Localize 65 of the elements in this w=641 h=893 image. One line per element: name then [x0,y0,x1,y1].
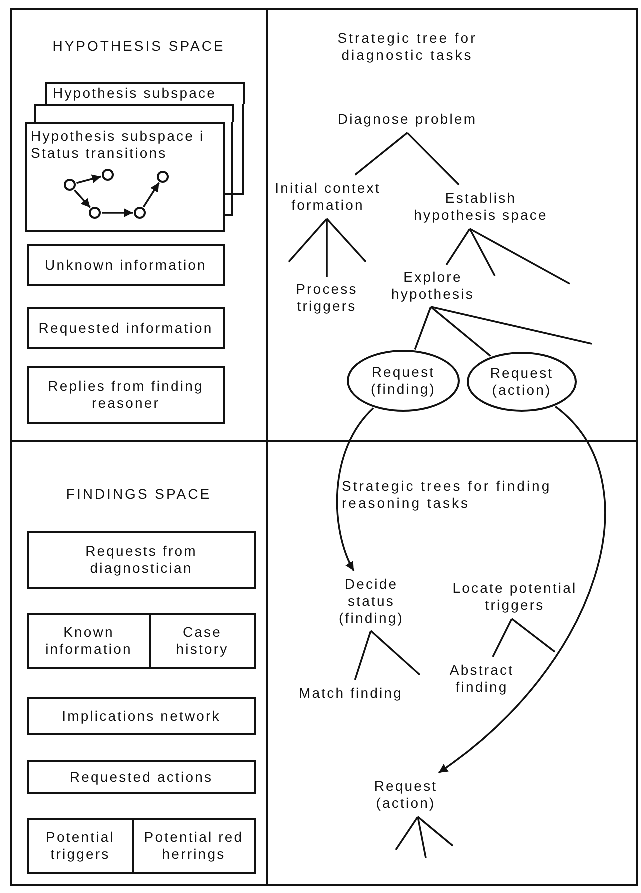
tree-line [446,228,471,266]
task-label: Process triggers [287,280,367,316]
state-circle [89,207,101,219]
tree-line [414,306,432,350]
tree-line [417,816,454,847]
arrow [336,408,374,572]
panel [10,8,268,442]
arrow [438,406,606,774]
card [25,122,225,232]
arrow [143,182,160,208]
tree-line [354,132,408,176]
tree-line [469,228,496,276]
text-box: Potential red herrings [132,818,256,874]
tree-line [430,306,592,345]
text-box: Requests from diagnostician [27,531,256,589]
tree-line [288,218,328,263]
tree-line [470,228,570,285]
text-box: Replies from finding reasoner [27,366,225,424]
tree-line [511,618,556,653]
task-label: Abstract finding [436,660,528,698]
state-circle [64,179,76,191]
panel [266,440,638,886]
text-box: Requested information [27,307,225,349]
panel-heading: Strategic trees for finding reasoning tasks [342,478,553,512]
state-circle [157,171,169,183]
panel-heading: Strategic tree for diagnostic tasks [336,30,478,64]
task-label: Decide status (finding) [329,574,414,628]
text-box: Implications network [27,697,256,735]
card-title: Hypothesis subspace [53,85,218,102]
empty-card [34,104,234,122]
state-circle [102,169,114,181]
panel [266,8,638,442]
task-label: Request (action) [364,776,448,814]
tree-line [370,630,421,676]
tree-line [326,219,328,277]
tree-line [395,816,419,850]
text-box: Requested actions [27,760,256,794]
card [45,82,245,104]
tree-line [354,630,372,680]
task-label: Match finding [285,683,417,703]
arrow [102,208,133,218]
ellipse-node: Request (finding) [347,350,460,412]
text-box: Case history [149,613,256,669]
card-title: Status transitions [31,145,168,162]
task-label: Locate potential triggers [440,578,590,616]
state-circle [134,207,146,219]
task-label: Initial context formation [262,178,394,216]
tree-line [417,816,427,858]
arrow [76,174,102,184]
arrow [74,190,92,208]
tree-line [492,618,513,658]
task-label: Establish hypothesis space [402,188,560,226]
text-box: Known information [27,613,151,669]
panel [10,440,268,886]
text-box: Unknown information [27,244,225,286]
text-box: Potential triggers [27,818,134,874]
panel-heading: HYPOTHESIS SPACE [52,38,226,55]
tree-line [326,218,367,263]
card-title: Hypothesis subspace i [31,128,206,145]
task-label: Explore hypothesis [381,268,485,304]
tree-line [430,306,492,357]
tree-line [406,132,460,186]
task-label: Diagnose problem [325,108,490,130]
panel-heading: FINDINGS SPACE [65,486,213,503]
ellipse-node: Request (action) [467,352,577,412]
